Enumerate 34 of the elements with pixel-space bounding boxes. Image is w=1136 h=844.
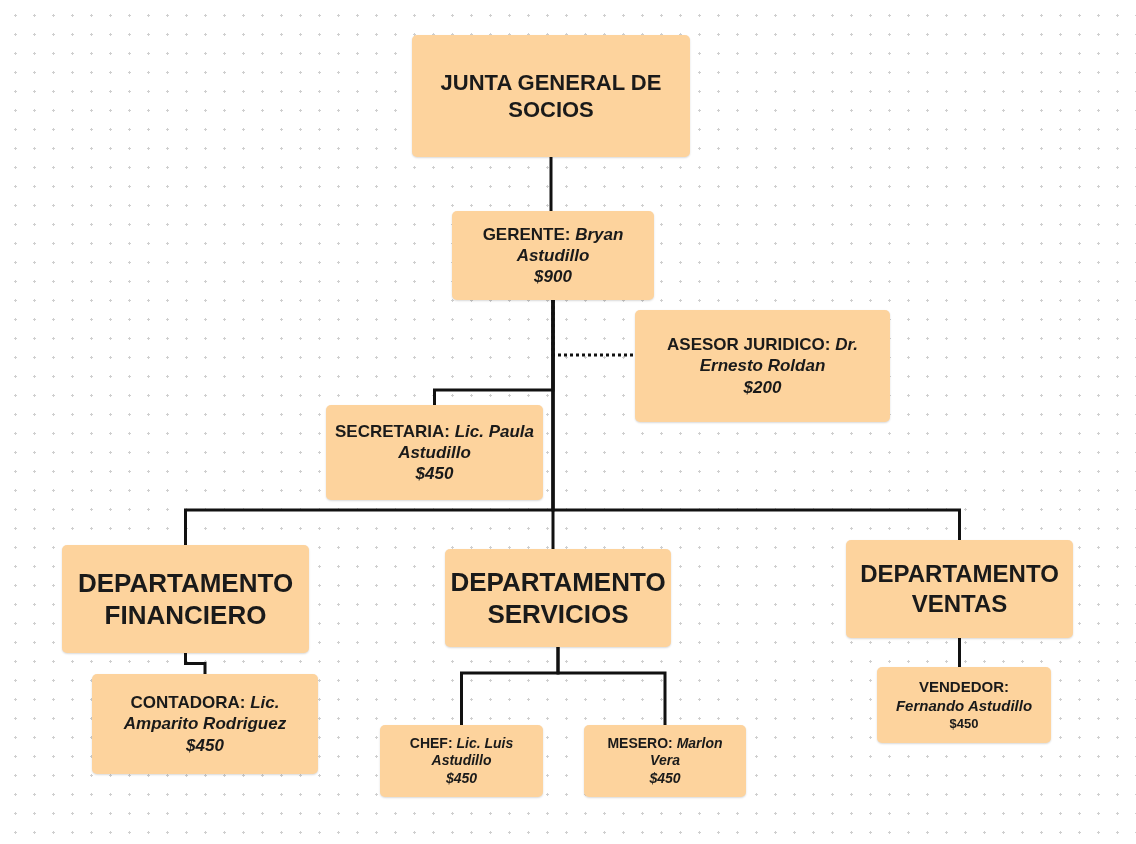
box-text: $450 — [445, 769, 478, 788]
box-text: ASESOR JURIDICO: Dr. Ernesto Roldan — [666, 334, 859, 377]
box-text: $450 — [649, 769, 681, 788]
box-text: $200 — [743, 376, 782, 398]
connector-line — [556, 647, 667, 725]
org-box — [62, 545, 309, 653]
box-text: $900 — [534, 266, 572, 288]
box-text: CHEF: Lic. Luis Astudillo — [408, 734, 515, 770]
org-box — [635, 310, 890, 422]
box-text: $450 — [186, 734, 224, 756]
box-text: $450 — [949, 715, 979, 732]
org-box — [412, 35, 690, 157]
box-text: JUNTA GENERAL DE SOCIOS — [439, 68, 663, 124]
box-text: DEPARTAMENTO VENTAS — [859, 559, 1060, 619]
org-box — [445, 549, 671, 647]
org-box — [846, 540, 1073, 638]
connector-line — [551, 300, 961, 540]
org-box — [877, 667, 1051, 743]
box-text: $450 — [415, 463, 454, 485]
org-box — [92, 674, 318, 774]
box-text: SECRETARIA: Lic. Paula Astudillo — [334, 420, 535, 464]
box-text: DEPARTAMENTO FINANCIERO — [76, 566, 295, 632]
box-text: CONTADORA: Lic. Amparito Rodriguez — [122, 692, 288, 735]
box-text: DEPARTAMENTO SERVICIOS — [450, 565, 666, 631]
box-text: VENDEDOR: Fernando Astudillo — [894, 678, 1034, 716]
connector-line — [958, 638, 961, 667]
connector-line — [549, 157, 553, 211]
box-text: MESERO: Marlon Vera — [606, 734, 724, 770]
org-box — [584, 725, 746, 797]
org-box — [326, 405, 543, 500]
connector-line — [184, 653, 207, 674]
org-box — [380, 725, 543, 797]
box-text: GERENTE: Bryan Astudillo — [481, 223, 625, 267]
org-box — [452, 211, 654, 300]
